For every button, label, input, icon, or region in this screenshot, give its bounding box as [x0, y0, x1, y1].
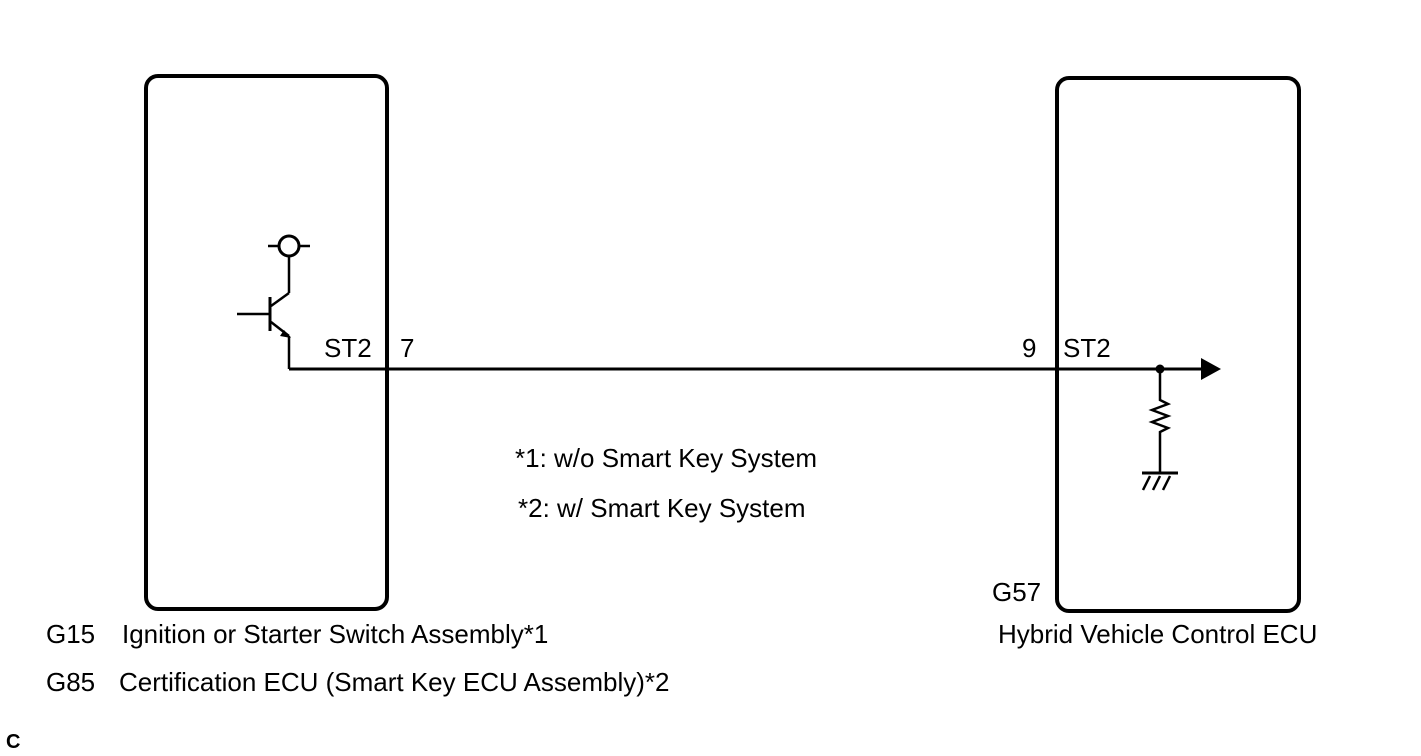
ecu-input-circuit	[1057, 358, 1221, 491]
right-pin-name: ST2	[1063, 333, 1111, 363]
resistor-icon	[1148, 369, 1172, 472]
right-pin-number: 9	[1022, 333, 1036, 363]
ground-icon	[1141, 471, 1178, 491]
connector-name-g85: Certification ECU (Smart Key ECU Assembl…	[119, 667, 669, 697]
corner-mark: C	[6, 731, 20, 753]
left-component-box	[144, 74, 389, 611]
right-component-box	[1055, 76, 1301, 613]
connector-code-g85: G85	[46, 667, 95, 697]
component-name-hv-ecu: Hybrid Vehicle Control ECU	[998, 619, 1317, 649]
note-1: *1: w/o Smart Key System	[515, 443, 817, 473]
left-pin-name: ST2	[324, 333, 372, 363]
connector-name-g15: Ignition or Starter Switch Assembly*1	[122, 619, 548, 649]
connector-code-g57: G57	[992, 577, 1041, 607]
transistor-icon	[237, 234, 387, 371]
signal-arrow-icon	[1201, 358, 1221, 380]
note-2: *2: w/ Smart Key System	[518, 493, 806, 523]
connector-code-g15: G15	[46, 619, 95, 649]
left-pin-number: 7	[400, 333, 414, 363]
